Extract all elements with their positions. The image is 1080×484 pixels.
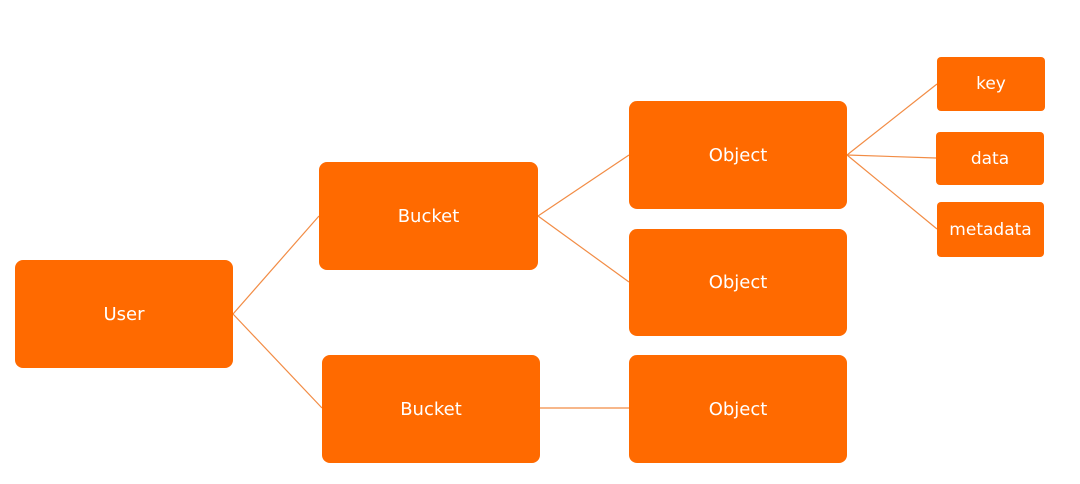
bucket-node-top: Bucket bbox=[319, 162, 538, 270]
bucket-node-bottom: Bucket bbox=[322, 355, 540, 463]
object-node-1: Object bbox=[629, 101, 847, 209]
connector-bucket-object-1 bbox=[537, 154, 630, 217]
key-node: key bbox=[937, 57, 1045, 111]
connector-bucket-object-2 bbox=[537, 215, 630, 283]
connector-user-bucket-bottom bbox=[232, 313, 323, 409]
connector-object-data bbox=[846, 154, 937, 159]
metadata-node: metadata bbox=[937, 202, 1044, 257]
connector-object-metadata bbox=[846, 154, 938, 230]
data-node: data bbox=[936, 132, 1044, 185]
connector-object-key bbox=[846, 83, 938, 156]
object-node-2: Object bbox=[629, 229, 847, 336]
user-node: User bbox=[15, 260, 233, 368]
connector-user-bucket-top bbox=[232, 215, 320, 315]
object-node-3: Object bbox=[629, 355, 847, 463]
